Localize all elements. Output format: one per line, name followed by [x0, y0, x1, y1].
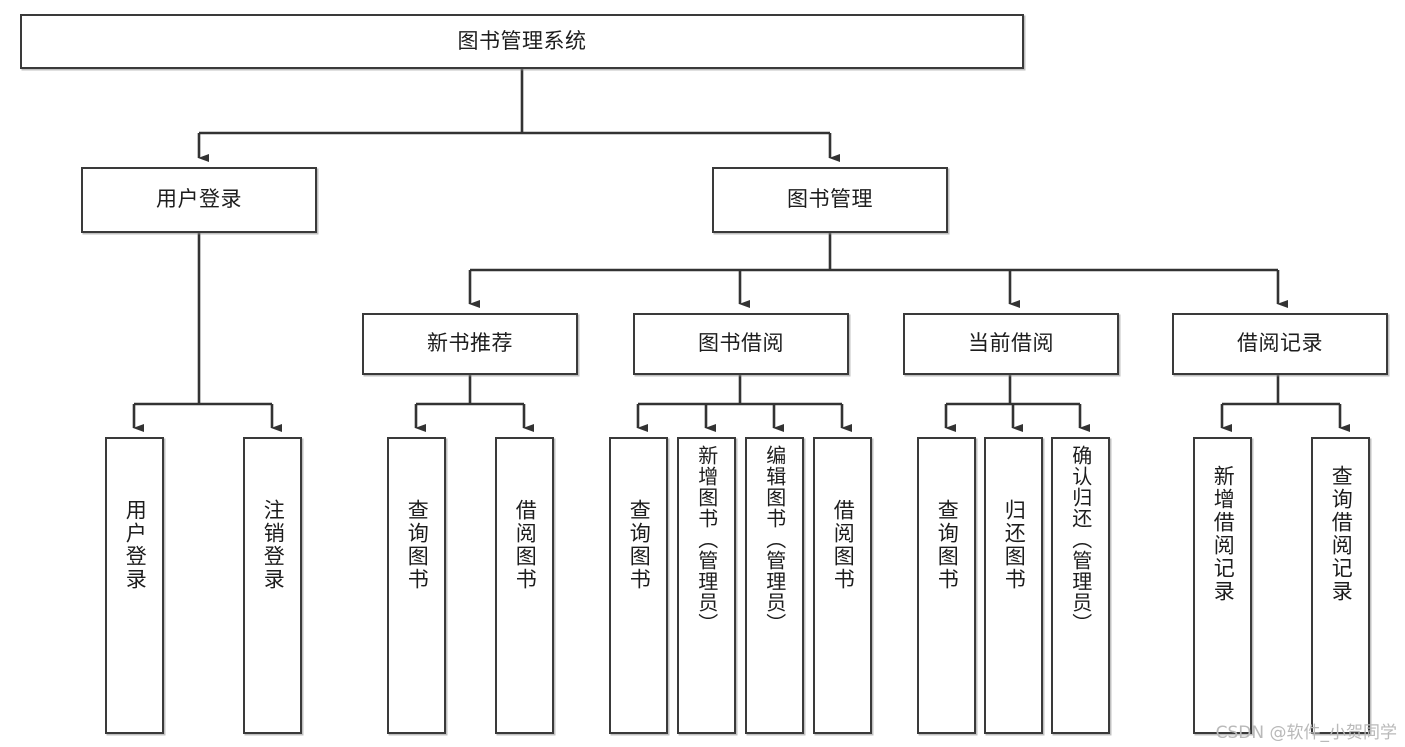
edges-newbook-to-leaves: [414, 375, 534, 432]
node-user-login-label: 用户登录: [156, 187, 242, 212]
edges-root-to-level2: [197, 69, 840, 162]
node-book-manage-label: 图书管理: [787, 187, 873, 212]
node-leaf-confirm-return-label: 确认归还（管理员）: [1068, 445, 1093, 634]
node-leaf-return-book-label: 归还图书: [1002, 499, 1027, 591]
edges-currentborrow-to-leaves: [944, 375, 1090, 432]
node-leaf-user-logout-label: 注销登录: [261, 499, 286, 591]
node-leaf-query-record[interactable]: 查询借阅记录: [1311, 437, 1370, 734]
node-borrow-record[interactable]: 借阅记录: [1172, 313, 1388, 375]
node-borrow-record-label: 借阅记录: [1237, 331, 1323, 356]
node-leaf-query-book-1-label: 查询图书: [405, 499, 430, 591]
node-leaf-user-login-label: 用户登录: [123, 499, 148, 591]
node-book-manage[interactable]: 图书管理: [712, 167, 948, 233]
node-leaf-query-book-3-label: 查询图书: [935, 499, 960, 591]
node-leaf-return-book[interactable]: 归还图书: [984, 437, 1043, 734]
node-leaf-user-login[interactable]: 用户登录: [105, 437, 164, 734]
node-leaf-borrow-book-1[interactable]: 借阅图书: [495, 437, 554, 734]
node-book-borrow-label: 图书借阅: [698, 331, 784, 356]
node-new-book-recommend[interactable]: 新书推荐: [362, 313, 578, 375]
node-leaf-borrow-book-2-label: 借阅图书: [831, 499, 856, 591]
node-leaf-add-record-label: 新增借阅记录: [1211, 465, 1236, 603]
node-leaf-query-book-2-label: 查询图书: [627, 499, 652, 591]
node-leaf-edit-book[interactable]: 编辑图书（管理员）: [745, 437, 804, 734]
node-current-borrow-label: 当前借阅: [968, 331, 1054, 356]
node-leaf-query-book-1[interactable]: 查询图书: [387, 437, 446, 734]
edges-bookborrow-to-leaves: [636, 375, 852, 432]
node-root[interactable]: 图书管理系统: [20, 14, 1024, 69]
node-root-label: 图书管理系统: [457, 28, 587, 53]
edges-borrowrecord-to-leaves: [1220, 375, 1350, 432]
edges-userlogin-to-leaves: [132, 233, 282, 432]
node-new-book-recommend-label: 新书推荐: [427, 331, 513, 356]
node-leaf-add-record[interactable]: 新增借阅记录: [1193, 437, 1252, 734]
node-leaf-query-record-label: 查询借阅记录: [1329, 465, 1354, 603]
node-leaf-add-book-label: 新增图书（管理员）: [694, 445, 719, 634]
node-leaf-edit-book-label: 编辑图书（管理员）: [762, 445, 787, 634]
node-leaf-confirm-return[interactable]: 确认归还（管理员）: [1051, 437, 1110, 734]
node-leaf-borrow-book-2[interactable]: 借阅图书: [813, 437, 872, 734]
edges-bookmanage-to-level3: [468, 233, 1288, 308]
node-leaf-add-book[interactable]: 新增图书（管理员）: [677, 437, 736, 734]
node-user-login[interactable]: 用户登录: [81, 167, 317, 233]
node-current-borrow[interactable]: 当前借阅: [903, 313, 1119, 375]
node-book-borrow[interactable]: 图书借阅: [633, 313, 849, 375]
node-leaf-user-logout[interactable]: 注销登录: [243, 437, 302, 734]
node-leaf-query-book-3[interactable]: 查询图书: [917, 437, 976, 734]
node-leaf-borrow-book-1-label: 借阅图书: [513, 499, 538, 591]
node-leaf-query-book-2[interactable]: 查询图书: [609, 437, 668, 734]
